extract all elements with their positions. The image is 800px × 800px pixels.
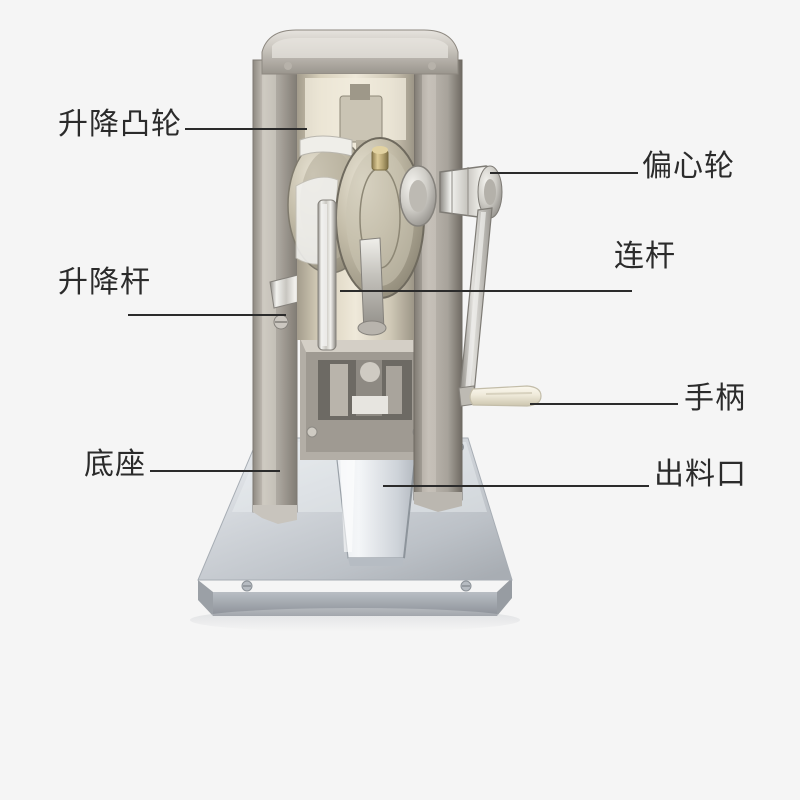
leader-line-connecting-rod [340, 290, 632, 292]
leader-line-lifting-cam [185, 128, 307, 130]
label-base: 底座 [84, 447, 146, 482]
crank-hub [439, 165, 503, 219]
label-eccentric-wheel: 偏心轮 [642, 149, 735, 184]
leader-line-base [150, 470, 280, 472]
crank-arm-and-handle [458, 207, 542, 407]
handle-grip [469, 385, 542, 407]
leader-line-discharge-port [383, 485, 649, 487]
label-discharge-port: 出料口 [654, 457, 747, 492]
machine-lower-housing [300, 338, 430, 460]
leader-line-lifting-rod [128, 314, 286, 316]
leader-line-eccentric-wheel [490, 172, 638, 174]
label-lifting-cam: 升降凸轮 [58, 107, 182, 142]
label-handle: 手柄 [684, 381, 746, 416]
label-lifting-rod: 升降杆 [58, 265, 151, 300]
connecting-rod [357, 237, 387, 336]
leader-line-handle [530, 403, 678, 405]
lifting-rod [317, 199, 337, 351]
label-connecting-rod: 连杆 [614, 239, 676, 274]
